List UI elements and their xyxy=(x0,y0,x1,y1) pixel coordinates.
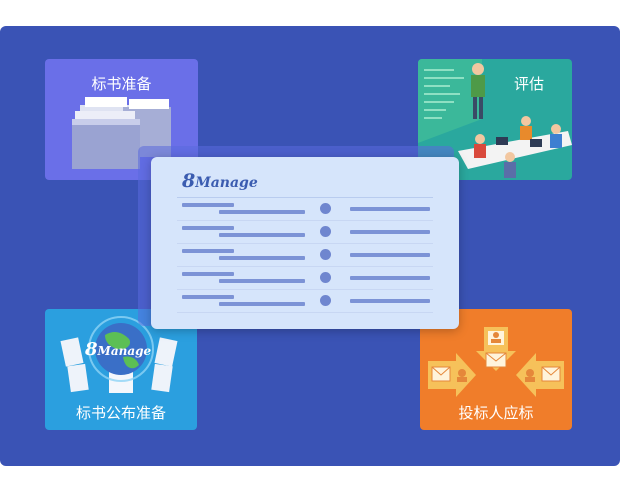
brand-logo-name: Manage xyxy=(195,175,258,191)
placeholder-bar xyxy=(182,272,234,276)
bullet-icon xyxy=(320,203,331,214)
divider xyxy=(177,289,433,290)
meeting-illustration-icon xyxy=(418,59,572,178)
list-item xyxy=(151,249,459,271)
placeholder-bar xyxy=(219,279,305,283)
list-item xyxy=(151,295,459,317)
placeholder-bar xyxy=(219,210,305,214)
placeholder-bar xyxy=(219,302,305,306)
tile-bidder-response-label: 投标人应标 xyxy=(458,404,534,422)
placeholder-bar xyxy=(350,253,430,257)
list-item xyxy=(151,226,459,248)
divider xyxy=(177,312,433,313)
placeholder-bar xyxy=(219,256,305,260)
placeholder-bar xyxy=(350,230,430,234)
bidder-flow-icon xyxy=(428,327,564,397)
list-item xyxy=(151,203,459,225)
center-card: 8Manage xyxy=(151,157,459,329)
divider xyxy=(177,266,433,267)
brand-logo: 8Manage xyxy=(182,170,258,192)
globe-brand-name: Manage xyxy=(97,344,152,358)
placeholder-bar xyxy=(350,299,430,303)
brand-logo-prefix: 8 xyxy=(182,170,196,192)
bullet-icon xyxy=(320,249,331,260)
placeholder-bar xyxy=(182,226,234,230)
placeholder-bar xyxy=(350,276,430,280)
bullet-icon xyxy=(320,272,331,283)
placeholder-bar xyxy=(219,233,305,237)
placeholder-bar xyxy=(350,207,430,211)
placeholder-bar xyxy=(182,249,234,253)
bullet-icon xyxy=(320,295,331,306)
globe-brand-prefix: 8 xyxy=(85,339,98,360)
globe-brand-badge: 8Manage xyxy=(85,339,151,360)
list-item xyxy=(151,272,459,294)
divider xyxy=(177,220,433,221)
divider xyxy=(177,243,433,244)
bullet-icon xyxy=(320,226,331,237)
placeholder-bar xyxy=(182,295,234,299)
tile-evaluation-label: 评估 xyxy=(513,75,544,93)
tile-bid-preparation-label: 标书准备 xyxy=(91,75,152,93)
divider xyxy=(177,197,433,198)
placeholder-bar xyxy=(182,203,234,207)
tile-bidder-response[interactable]: 投标人应标 xyxy=(420,309,572,430)
tile-tender-publication-label: 标书公布准备 xyxy=(75,404,166,422)
globe-documents-icon xyxy=(60,316,178,393)
tile-tender-publication[interactable]: 8Manage 标书公布准备 xyxy=(45,309,197,430)
